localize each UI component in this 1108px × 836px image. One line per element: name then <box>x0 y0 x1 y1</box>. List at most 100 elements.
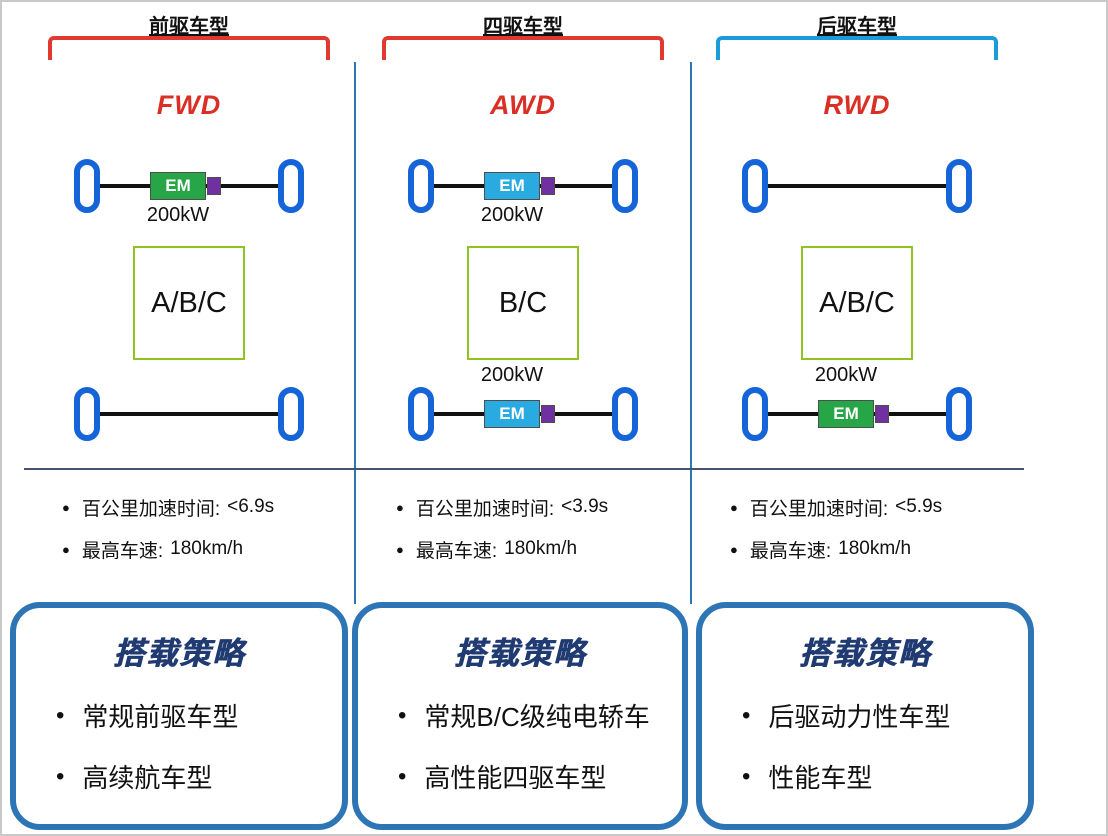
spec-item: ● 最高车速: 180km/h <box>692 528 1022 570</box>
spec-list: ● 百公里加速时间: <5.9s ● 最高车速: 180km/h <box>692 486 1022 570</box>
front-motor-power: 200kW <box>480 204 544 226</box>
front-axle <box>742 154 972 218</box>
spec-value: 180km/h <box>504 538 578 559</box>
rear-motor-block: EM <box>818 400 874 428</box>
spec-item: ● 百公里加速时间: <6.9s <box>24 486 354 528</box>
section-divider <box>24 468 1024 470</box>
strategy-list: • 常规B/C级纯电轿车 • 高性能四驱车型 <box>358 697 682 795</box>
motor-connector-icon <box>541 177 555 195</box>
wheel-icon <box>408 159 434 213</box>
bullet-icon: • <box>398 701 407 729</box>
bracket-icon <box>48 36 330 60</box>
wheel-icon <box>278 387 304 441</box>
spec-item: ● 最高车速: 180km/h <box>24 528 354 570</box>
strategy-box: 搭载策略 • 常规前驱车型 • 高续航车型 <box>10 602 348 830</box>
axle-line <box>756 184 958 188</box>
column-divider <box>354 62 356 604</box>
spec-label: 最高车速: <box>81 540 164 562</box>
axle-line <box>88 412 290 416</box>
bullet-icon: • <box>56 762 65 790</box>
strategy-list: • 后驱动力性车型 • 性能车型 <box>702 697 1028 795</box>
column-title: 四驱车型 <box>483 16 563 38</box>
spec-value: <5.9s <box>895 496 943 517</box>
strategy-item-label: 常规前驱车型 <box>82 702 239 732</box>
drive-type-label: FWD <box>156 90 222 120</box>
spec-list: ● 百公里加速时间: <6.9s ● 最高车速: 180km/h <box>24 486 354 570</box>
spec-label: 百公里加速时间: <box>415 498 555 520</box>
bullet-icon: ● <box>396 499 404 515</box>
front-motor-block: EM <box>484 172 540 200</box>
front-motor-power: 200kW <box>146 204 210 226</box>
bullet-icon: ● <box>730 541 738 557</box>
column-title: 后驱车型 <box>817 16 897 38</box>
vehicle-class-box: A/B/C <box>801 246 913 360</box>
column-title: 前驱车型 <box>149 16 229 38</box>
rear-axle: EM 200kW <box>408 364 638 446</box>
strategy-list: • 常规前驱车型 • 高续航车型 <box>16 697 342 795</box>
wheel-icon <box>612 387 638 441</box>
bullet-icon: ● <box>62 499 70 515</box>
column-rwd: 后驱车型 RWD A/B/C EM 200kW ● 百公里加速时间: <5.9s <box>692 2 1034 834</box>
bullet-icon: ● <box>730 499 738 515</box>
bullet-icon: • <box>398 762 407 790</box>
bullet-icon: ● <box>396 541 404 557</box>
spec-value: <6.9s <box>227 496 275 517</box>
spec-item: ● 最高车速: 180km/h <box>358 528 688 570</box>
strategy-item: • 高性能四驱车型 <box>358 758 682 795</box>
strategy-item-label: 性能车型 <box>768 763 873 793</box>
bullet-icon: • <box>742 701 751 729</box>
spec-label: 最高车速: <box>749 540 832 562</box>
strategy-title: 搭载策略 <box>799 636 931 671</box>
strategy-box: 搭载策略 • 后驱动力性车型 • 性能车型 <box>696 602 1034 830</box>
bullet-icon: • <box>742 762 751 790</box>
strategy-item: • 常规前驱车型 <box>16 697 342 734</box>
front-axle: EM 200kW <box>408 154 638 226</box>
wheel-icon <box>408 387 434 441</box>
motor-connector-icon <box>875 405 889 423</box>
column-awd: 四驱车型 AWD EM 200kW B/C EM 200kW ● 百公里加速时间… <box>352 2 688 834</box>
bullet-icon: • <box>56 701 65 729</box>
wheel-icon <box>74 387 100 441</box>
vehicle-class-label: B/C <box>498 286 548 319</box>
strategy-item: • 后驱动力性车型 <box>702 697 1028 734</box>
strategy-item-label: 高续航车型 <box>82 763 213 793</box>
spec-value: 180km/h <box>838 538 912 559</box>
strategy-item-label: 高性能四驱车型 <box>424 763 607 793</box>
bracket-icon <box>716 36 998 60</box>
rear-axle <box>74 382 304 446</box>
spec-list: ● 百公里加速时间: <3.9s ● 最高车速: 180km/h <box>358 486 688 570</box>
rear-motor-power: 200kW <box>814 364 878 386</box>
drive-type-label: AWD <box>490 90 556 120</box>
strategy-item: • 高续航车型 <box>16 758 342 795</box>
wheel-icon <box>742 159 768 213</box>
vehicle-class-box: B/C <box>467 246 579 360</box>
vehicle-class-box: A/B/C <box>133 246 245 360</box>
spec-label: 最高车速: <box>415 540 498 562</box>
rear-axle: EM 200kW <box>742 364 972 446</box>
wheel-icon <box>278 159 304 213</box>
bullet-icon: ● <box>62 541 70 557</box>
vehicle-class-label: A/B/C <box>819 286 895 319</box>
spec-item: ● 百公里加速时间: <5.9s <box>692 486 1022 528</box>
strategy-item-label: 后驱动力性车型 <box>768 702 951 732</box>
rear-motor-block: EM <box>484 400 540 428</box>
spec-value: 180km/h <box>170 538 244 559</box>
front-axle: EM 200kW <box>74 154 304 226</box>
strategy-title: 搭载策略 <box>113 636 245 671</box>
rear-motor-power: 200kW <box>480 364 544 386</box>
wheel-icon <box>742 387 768 441</box>
column-fwd: 前驱车型 FWD EM 200kW A/B/C ● 百公里加速时间: <6.9s <box>10 2 354 834</box>
spec-label: 百公里加速时间: <box>749 498 889 520</box>
spec-value: <3.9s <box>561 496 609 517</box>
strategy-item-label: 常规B/C级纯电轿车 <box>424 702 650 732</box>
vehicle-class-label: A/B/C <box>151 286 227 319</box>
wheel-icon <box>612 159 638 213</box>
wheel-icon <box>946 159 972 213</box>
spec-label: 百公里加速时间: <box>81 498 221 520</box>
strategy-item: • 常规B/C级纯电轿车 <box>358 697 682 734</box>
strategy-title: 搭载策略 <box>454 636 586 671</box>
motor-connector-icon <box>207 177 221 195</box>
column-divider <box>690 62 692 604</box>
strategy-item: • 性能车型 <box>702 758 1028 795</box>
